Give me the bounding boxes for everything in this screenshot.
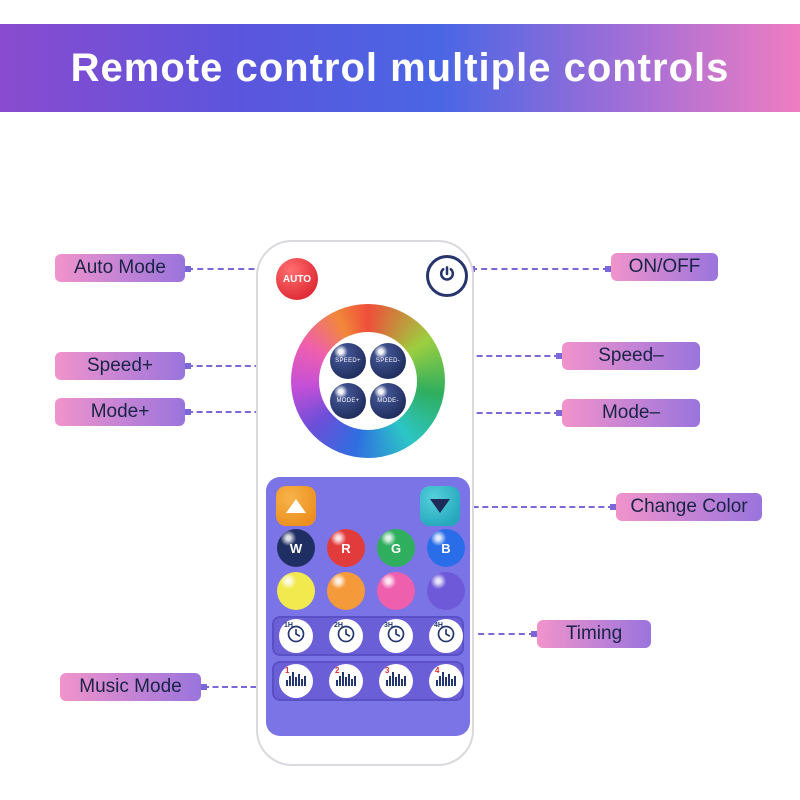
- timer-button-3h: 3H: [379, 619, 413, 653]
- timer-label: 2H: [334, 622, 343, 629]
- callout-auto-mode: Auto Mode: [55, 254, 185, 282]
- music-number: 3: [385, 666, 390, 675]
- color-swatch-yellow: [277, 572, 315, 610]
- equalizer-icon: [336, 671, 356, 691]
- timer-label: 1H: [284, 622, 293, 629]
- timer-label: 3H: [384, 622, 393, 629]
- connector-line-timing: [466, 631, 537, 637]
- clock-icon: [336, 624, 356, 649]
- green-key: G: [377, 529, 415, 567]
- timer-button-1h: 1H: [279, 619, 313, 653]
- callout-change-color: Change Color: [616, 493, 762, 521]
- equalizer-icon: [286, 671, 306, 691]
- timer-label: 4H: [434, 622, 443, 629]
- color-wheel: [291, 304, 445, 458]
- color-wheel-center: [319, 332, 417, 430]
- white-key: W: [277, 529, 315, 567]
- callout-on-off: ON/OFF: [611, 253, 718, 281]
- music-number: 1: [285, 666, 290, 675]
- clock-icon: [286, 624, 306, 649]
- timer-button-4h: 4H: [429, 619, 463, 653]
- up-arrow-button: [276, 486, 316, 526]
- callout-speed-plus: Speed+: [55, 352, 185, 380]
- connector-line-on-off: [469, 266, 611, 272]
- speed-plus-button: SPEED+: [330, 343, 366, 379]
- page-title: Remote control multiple controls: [70, 45, 730, 90]
- music-button-4: 4: [429, 664, 463, 698]
- banner: Remote control multiple controls: [0, 24, 800, 112]
- callout-mode-minus: Mode–: [562, 399, 700, 427]
- music-button-1: 1: [279, 664, 313, 698]
- mode-minus-button: MODE-: [370, 383, 406, 419]
- callout-timing: Timing: [537, 620, 651, 648]
- music-button-2: 2: [329, 664, 363, 698]
- connector-line-change-color: [461, 504, 616, 510]
- equalizer-icon: [386, 671, 406, 691]
- clock-icon: [436, 624, 456, 649]
- callout-mode-plus: Mode+: [55, 398, 185, 426]
- power-icon: [437, 264, 457, 289]
- change-color-button: [420, 486, 460, 526]
- callout-music-mode: Music Mode: [60, 673, 201, 701]
- auto-button: AUTO: [276, 258, 318, 300]
- clock-icon: [386, 624, 406, 649]
- up-arrow-icon: [286, 499, 306, 513]
- callout-speed-minus: Speed–: [562, 342, 700, 370]
- blue-key: B: [427, 529, 465, 567]
- music-button-3: 3: [379, 664, 413, 698]
- equalizer-icon: [436, 671, 456, 691]
- down-arrow-icon: [430, 499, 450, 513]
- color-swatch-purple: [427, 572, 465, 610]
- red-key: R: [327, 529, 365, 567]
- mode-plus-button: MODE+: [330, 383, 366, 419]
- speed-minus-button: SPEED-: [370, 343, 406, 379]
- timer-button-2h: 2H: [329, 619, 363, 653]
- power-button: [426, 255, 468, 297]
- color-swatch-pink: [377, 572, 415, 610]
- music-number: 2: [335, 666, 340, 675]
- music-number: 4: [435, 666, 440, 675]
- color-swatch-orange: [327, 572, 365, 610]
